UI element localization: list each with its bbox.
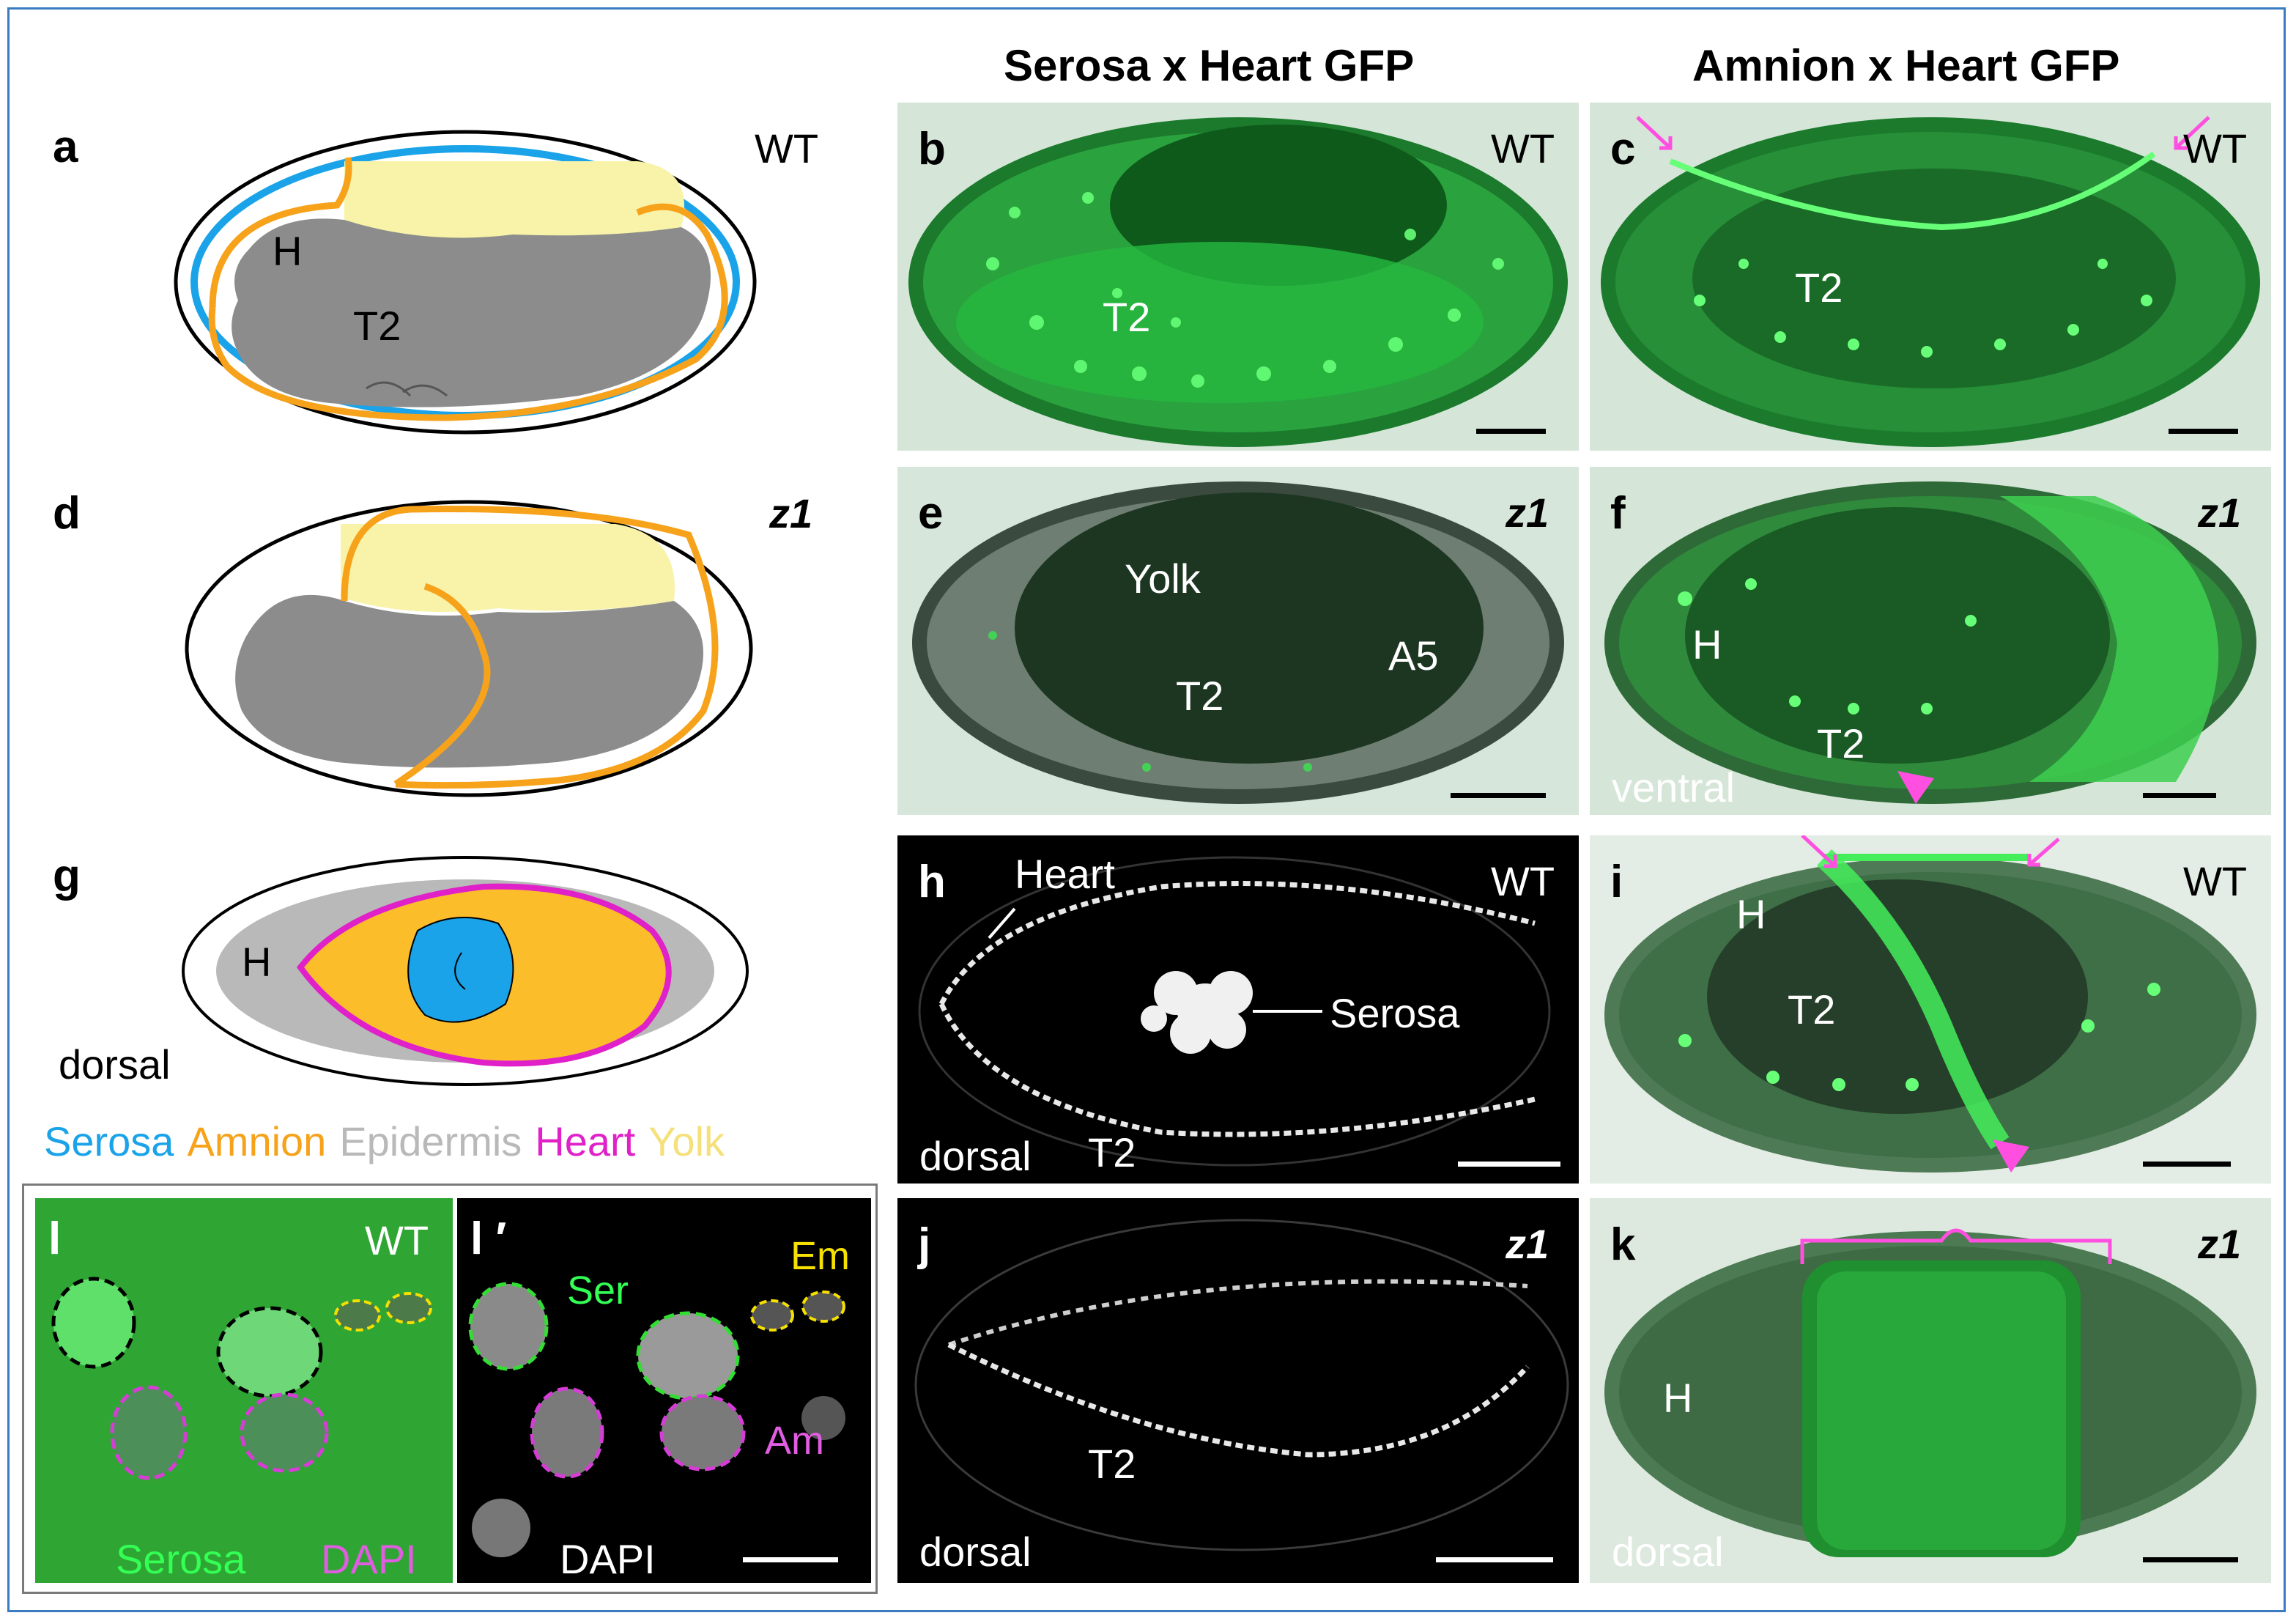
inset-box (22, 1184, 878, 1594)
panel-letter-i: i (1610, 857, 1623, 907)
panel-k-view-label: dorsal (1612, 1529, 1724, 1575)
panel-i-t2-label: T2 (1788, 986, 1836, 1033)
panel-h-genotype: WT (1491, 858, 1555, 904)
panel-letter-b: b (918, 124, 946, 174)
scale-bar (2143, 1162, 2231, 1167)
color-legend: Serosa Amnion Epidermis Heart Yolk (44, 1118, 725, 1165)
panel-c-t2-label: T2 (1795, 265, 1843, 311)
diagram-wt-dorsal (182, 856, 749, 1086)
panel-h-t2-label: T2 (1088, 1129, 1136, 1175)
scale-bar (1436, 1557, 1553, 1562)
panel-b-genotype: WT (1491, 125, 1555, 171)
panel-j-genotype: z1 (1506, 1221, 1549, 1267)
panel-i-genotype: WT (2183, 858, 2248, 904)
panel-a-head-label: H (273, 228, 303, 274)
micrograph-i: i WT H T2 (1590, 835, 2271, 1184)
micrograph-e: e z1 Yolk T2 A5 (897, 467, 1579, 815)
micrograph-f: f z1 H T2 ventral (1590, 467, 2271, 815)
panel-letter-h: h (918, 857, 946, 907)
micrograph-l-prime: l ′ Ser Em Am DAPI (457, 1198, 871, 1583)
micrograph-c: c WT T2 (1590, 103, 2271, 451)
arrow-icon (2174, 116, 2210, 150)
panel-b-t2-label: T2 (1103, 294, 1151, 340)
panel-f-t2-label: T2 (1817, 720, 1865, 767)
diagram-z1-lateral (185, 500, 753, 797)
column-header-amnion: Amnion x Heart GFP (1692, 41, 2120, 90)
panel-letter-e: e (918, 488, 944, 539)
panel-letter-l: l (48, 1214, 62, 1264)
scale-bar (2143, 1557, 2238, 1562)
panel-l-stain2-label: DAPI (321, 1536, 417, 1582)
panel-e-a5-label: A5 (1388, 632, 1439, 679)
micrograph-k: k z1 H dorsal (1590, 1198, 2271, 1583)
panel-letter-d: d (53, 488, 81, 539)
legend-heart: Heart (535, 1118, 636, 1164)
scale-bar (743, 1557, 838, 1562)
scale-bar (1458, 1162, 1560, 1167)
micrograph-l: l WT Serosa DAPI (35, 1198, 453, 1583)
scale-bar (2169, 429, 2238, 434)
bracket-icon (1800, 1228, 2112, 1264)
panel-d-genotype: z1 (769, 490, 813, 536)
panel-l-prime-ser-label: Ser (567, 1269, 629, 1312)
panel-letter-a: a (53, 122, 78, 172)
diagram-wt-lateral (174, 130, 757, 435)
legend-yolk: Yolk (648, 1118, 725, 1164)
column-header-serosa: Serosa x Heart GFP (1004, 41, 1415, 90)
panel-j-view-label: dorsal (919, 1529, 1032, 1575)
panel-f-head-label: H (1692, 621, 1722, 668)
panel-f-view-label: ventral (1612, 764, 1736, 810)
micrograph-j: j z1 T2 dorsal (897, 1198, 1579, 1583)
panel-letter-l-prime: l ′ (470, 1214, 507, 1264)
arrow-icon (1801, 835, 1837, 868)
panel-letter-g: g (53, 851, 81, 901)
panel-letter-c: c (1610, 124, 1636, 174)
panel-a-t2-label: T2 (353, 303, 401, 349)
legend-serosa: Serosa (44, 1118, 174, 1164)
panel-i-head-label: H (1736, 891, 1766, 937)
panel-h-heart-label: Heart (1015, 851, 1115, 897)
panel-e-genotype: z1 (1506, 490, 1549, 536)
panel-g-head-label: H (242, 939, 272, 985)
panel-e-yolk-label: Yolk (1125, 555, 1201, 602)
panel-e-t2-label: T2 (1176, 673, 1224, 719)
panel-l-prime-em-label: Em (790, 1234, 850, 1278)
panel-h-serosa-label: Serosa (1330, 990, 1460, 1036)
scale-bar (1476, 429, 1546, 434)
panel-l-genotype: WT (365, 1217, 429, 1263)
panel-h-view-label: dorsal (919, 1133, 1032, 1179)
panel-k-head-label: H (1663, 1375, 1693, 1421)
micrograph-h: h WT Heart Serosa T2 dorsal (897, 835, 1579, 1184)
panel-f-genotype: z1 (2198, 490, 2242, 536)
scale-bar (1451, 793, 1546, 798)
panel-letter-f: f (1610, 488, 1626, 539)
panel-letter-k: k (1610, 1219, 1636, 1270)
arrowhead-icon (1993, 1140, 2029, 1173)
arrow-icon (2027, 838, 2060, 867)
micrograph-b: b WT T2 (897, 103, 1579, 451)
panel-letter-j: j (918, 1219, 931, 1270)
panel-l-prime-am-label: Am (765, 1419, 824, 1463)
panel-a-genotype: WT (755, 125, 819, 171)
panel-j-t2-label: T2 (1088, 1441, 1136, 1487)
legend-epidermis: Epidermis (339, 1118, 522, 1164)
panel-k-genotype: z1 (2198, 1221, 2242, 1267)
arrowhead-icon (1897, 771, 1934, 804)
panel-l-prime-stain-label: DAPI (560, 1536, 656, 1582)
scale-bar (2143, 793, 2216, 798)
arrow-icon (1636, 116, 1673, 150)
panel-c-genotype: WT (2183, 125, 2248, 171)
panel-l-stain1-label: Serosa (116, 1536, 246, 1582)
panel-g-view-label: dorsal (59, 1041, 171, 1088)
amnion-membrane (208, 157, 728, 421)
legend-amnion: Amnion (187, 1118, 327, 1164)
